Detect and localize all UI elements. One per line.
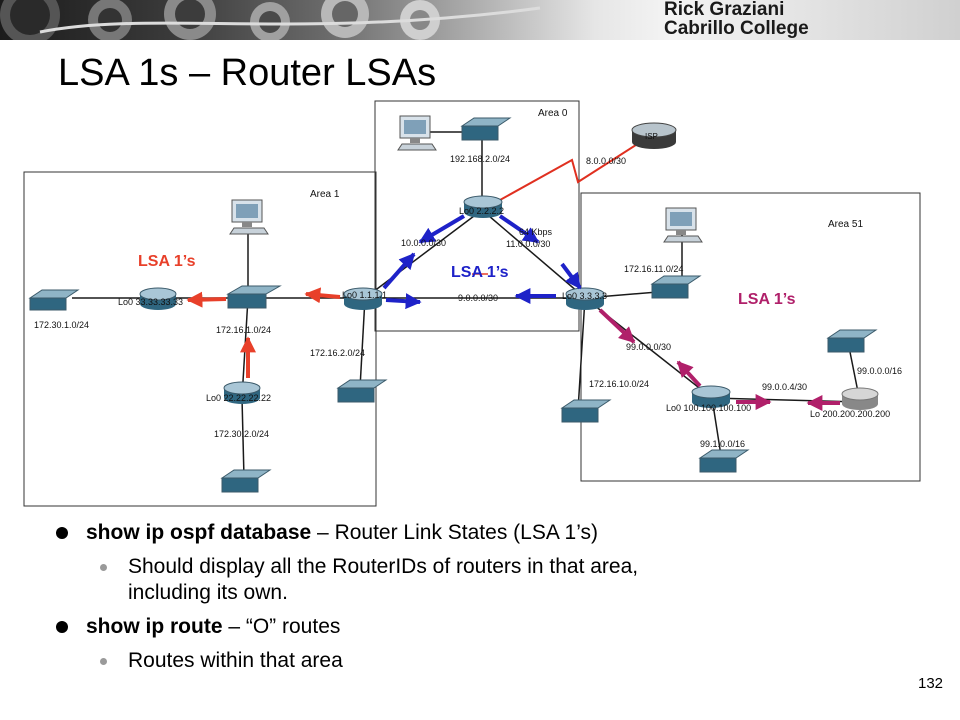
pc-area0 bbox=[397, 115, 437, 151]
net-label-17216-2: 172.16.2.0/24 bbox=[310, 348, 365, 358]
router-label-100: Lo0 100.100.100.100 bbox=[666, 403, 751, 413]
net-label-17230-1: 172.30.1.0/24 bbox=[34, 320, 89, 330]
sub-bullet-line1: Routes within that area bbox=[128, 649, 343, 672]
author-name: Rick Graziani bbox=[664, 0, 785, 20]
switch-99-0 bbox=[826, 329, 878, 353]
sub-bullet-line2: including its own. bbox=[128, 581, 288, 604]
sub-bullet-dot bbox=[100, 658, 107, 665]
net-label-192: 192.168.2.0/24 bbox=[450, 154, 510, 164]
router-2-2-2-2 bbox=[463, 195, 503, 218]
pc-area1 bbox=[229, 199, 269, 235]
bullet-dot bbox=[56, 527, 68, 539]
net-label-99-0-0-4: 99.0.0.4/30 bbox=[762, 382, 807, 392]
lsa-label-area51: LSA 1’s bbox=[738, 291, 796, 308]
router-33 bbox=[139, 287, 177, 310]
bullet-dot bbox=[56, 621, 68, 633]
net-label-10: 10.0.0.0/30 bbox=[401, 238, 446, 248]
router-100 bbox=[691, 385, 731, 408]
net-label-99-1: 99.1.0.0/16 bbox=[700, 439, 745, 449]
header-banner: Rick Graziani Cabrillo College bbox=[0, 0, 960, 40]
switch-99-1 bbox=[698, 449, 750, 473]
switch-17216-1 bbox=[226, 285, 282, 309]
router-22 bbox=[223, 381, 261, 404]
router-200 bbox=[841, 387, 879, 410]
sub-bullet-routes: Routes within that area bbox=[56, 648, 896, 674]
router-label-1: Lo0 1.1.1.1 bbox=[342, 290, 387, 300]
router-isp bbox=[631, 122, 677, 149]
isp-link bbox=[481, 135, 651, 211]
net-label-9: 9.0.0.0/30 bbox=[458, 293, 498, 303]
institution-name: Cabrillo College bbox=[664, 18, 809, 39]
switch-17230-2 bbox=[220, 469, 272, 493]
area1-label: Area 1 bbox=[310, 189, 340, 200]
area0-box bbox=[374, 100, 580, 332]
router-3-3-3-3 bbox=[565, 287, 605, 310]
router-label-isp: ISP bbox=[645, 132, 658, 141]
net-label-99-0-0-0-16: 99.0.0.0/16 bbox=[857, 366, 902, 376]
area51-box bbox=[580, 192, 921, 482]
bullet-command: show ip route bbox=[86, 615, 223, 638]
bullet-list: show ip ospf database – Router Link Stat… bbox=[56, 520, 896, 682]
area0-label: Area 0 bbox=[538, 108, 568, 119]
bullet-text: – Router Link States (LSA 1’s) bbox=[311, 521, 598, 544]
lsa-label-area1: LSA 1’s bbox=[138, 253, 196, 270]
switch-17216-11 bbox=[650, 275, 702, 299]
bullet-text: – “O” routes bbox=[222, 615, 341, 638]
bandwidth-label: 64 Kbps bbox=[519, 227, 553, 237]
lsa-arrows bbox=[186, 214, 840, 411]
banner-text: Rick Graziani Cabrillo College bbox=[664, 0, 809, 38]
sub-bullet-line1: Should display all the RouterIDs of rout… bbox=[128, 555, 639, 578]
router-1-1-1-1 bbox=[343, 287, 383, 310]
net-label-11: 11.0.0.0/30 bbox=[506, 239, 550, 249]
net-label-17216-10: 172.16.10.0/24 bbox=[589, 379, 649, 389]
bullet-command: show ip ospf database bbox=[86, 521, 312, 544]
router-label-22: Lo0 22.22.22.22 bbox=[206, 393, 271, 403]
switch-19216-2 bbox=[460, 117, 512, 141]
switch-17230-1 bbox=[28, 289, 80, 311]
header-photo bbox=[0, 0, 541, 40]
sub-bullet-routerids: Should display all the RouterIDs of rout… bbox=[56, 554, 896, 606]
area51-label: Area 51 bbox=[828, 219, 863, 230]
router-label-200: Lo 200.200.200.200 bbox=[810, 409, 890, 419]
router-label-33: Lo0 33.33.33.33 bbox=[118, 297, 183, 307]
switch-17216-2 bbox=[336, 379, 388, 403]
net-label-99-0-0-0-30: 99.0.0.0/30 bbox=[626, 342, 671, 352]
slide-title: LSA 1s – Router LSAs bbox=[58, 52, 437, 94]
bullet-ospf-database: show ip ospf database – Router Link Stat… bbox=[56, 520, 896, 546]
net-label-17216-1: 172.16.1.0/24 bbox=[216, 325, 271, 335]
page-number: 132 bbox=[918, 675, 944, 692]
area1-box bbox=[23, 171, 377, 507]
router-label-2: Lo0 2.2.2.2 bbox=[459, 206, 504, 216]
net-label-8: 8.0.0.0/30 bbox=[586, 156, 626, 166]
router-label-3: Lo0 3.3.3.3 bbox=[562, 291, 607, 301]
pc-area51 bbox=[663, 207, 703, 243]
bullet-ip-route: show ip route – “O” routes bbox=[56, 614, 896, 640]
net-label-17230-2: 172.30.2.0/24 bbox=[214, 429, 269, 439]
switch-17216-10 bbox=[560, 399, 612, 423]
lsa-label-area0: LSA 1’s bbox=[451, 264, 509, 281]
net-label-17216-11: 172.16.11.0/24 bbox=[624, 264, 683, 274]
sub-bullet-dot bbox=[100, 564, 107, 571]
